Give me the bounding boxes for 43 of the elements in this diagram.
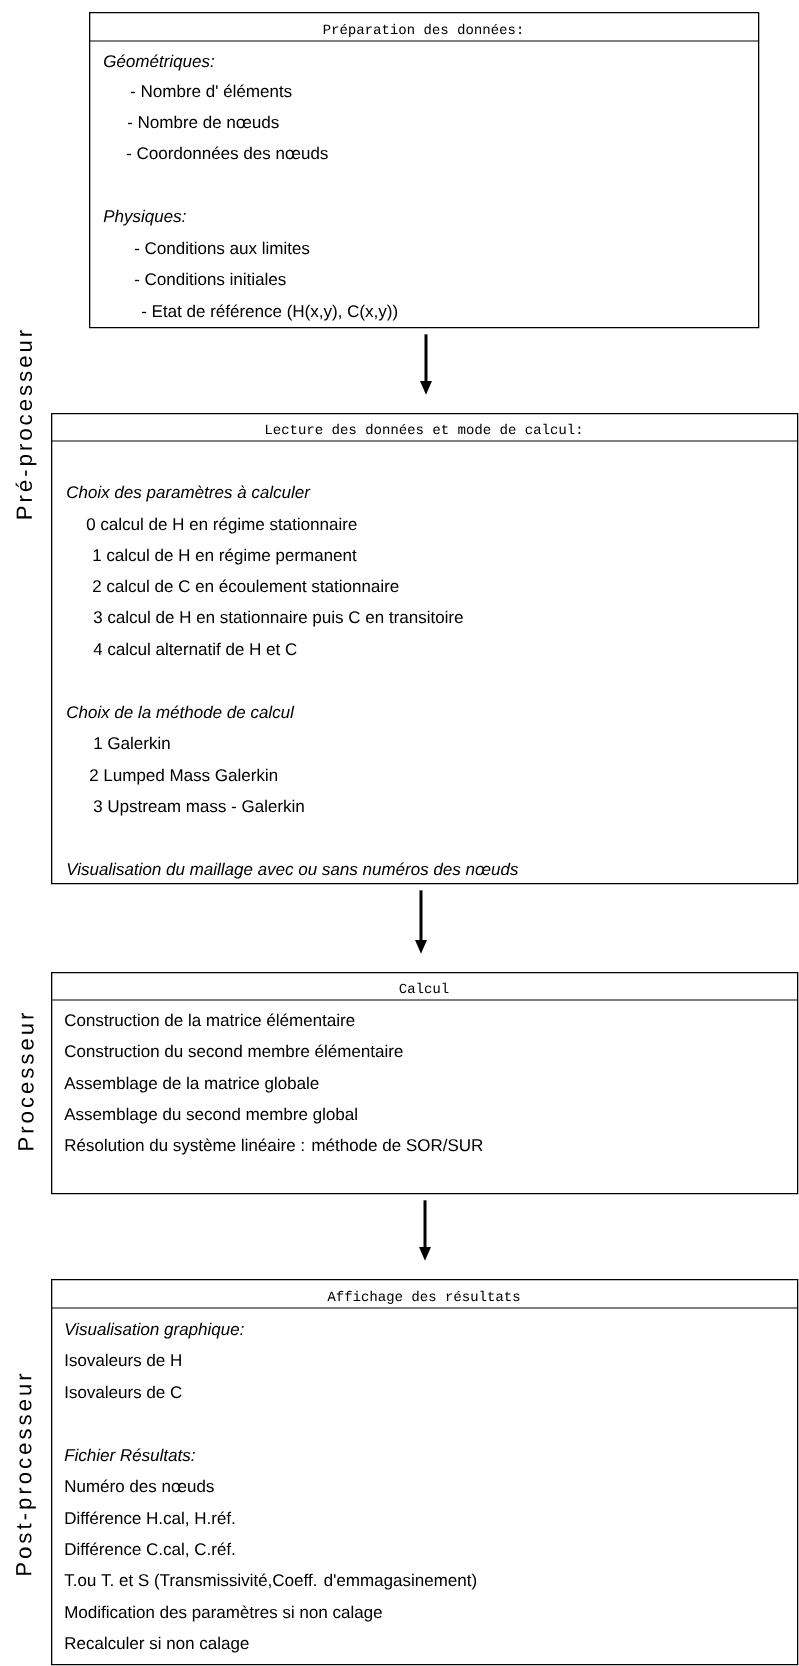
list-item: Isovaleurs de C — [65, 1385, 182, 1399]
list-item: Construction de la matrice élémentaire — [65, 1013, 355, 1027]
process-box — [88, 12, 760, 329]
process-box — [50, 1279, 799, 1666]
header-text: Lecture des données et mode de calcul: — [266, 423, 581, 435]
list-item: - Conditions initiales — [134, 272, 286, 286]
process-box — [50, 413, 799, 885]
section-heading: Choix des paramètres à calculer — [67, 485, 311, 502]
list-item: T.ou T. et S (Transmissivité,Coeff. d'emmagasinement) — [64, 1573, 477, 1590]
section-heading: Visualisation du maillage avec ou sans numéros des nœuds — [67, 862, 519, 879]
list-item: 2 calcul de C en écoulement stationnaire — [93, 579, 399, 593]
list-item: 3 calcul de H en stationnaire puis C en transitoire — [93, 610, 463, 627]
section-heading: Physiques: — [103, 209, 186, 226]
list-item: 1 calcul de H en régime permanent — [93, 548, 357, 565]
list-item: Isovaleurs de H — [65, 1353, 181, 1367]
process-box — [50, 972, 799, 1195]
list-item: Modification des paramètres si non calage — [65, 1605, 382, 1622]
list-item: Différence H.cal, H.réf. — [65, 1511, 235, 1527]
list-item: 1 Galerkin — [94, 736, 170, 750]
list-item: Assemblage du second membre global — [64, 1107, 357, 1124]
list-item: - Conditions aux limites — [134, 241, 310, 255]
list-item: 3 Upstream mass - Galerkin — [93, 799, 304, 816]
side-label: Pré-processeur — [15, 330, 37, 519]
section-heading: Visualisation graphique: — [65, 1322, 244, 1339]
list-item: Différence C.cal, C.réf. — [65, 1542, 235, 1558]
header-text: Affichage des résultats — [327, 1290, 520, 1304]
list-item: Recalculer si non calage — [65, 1636, 249, 1653]
list-item: - Nombre d' éléments — [130, 84, 292, 98]
list-item: 4 calcul alternatif de H et C — [93, 642, 297, 656]
list-item: 2 Lumped Mass Galerkin — [90, 768, 278, 785]
list-item: Construction du second membre élémentaire — [65, 1044, 403, 1058]
list-item: Résolution du système linéaire : méthode de SOR/SUR — [65, 1138, 483, 1155]
header-text: Calcul — [399, 982, 449, 994]
list-item: - Coordonnées des nœuds — [126, 146, 328, 160]
header-text: Préparation des données: — [323, 23, 521, 37]
section-heading: Fichier Résultats: — [64, 1448, 195, 1462]
section-heading: Choix de la méthode de calcul — [67, 705, 295, 719]
list-item: - Etat de référence (H(x,y), C(x,y)) — [141, 304, 398, 321]
list-item: 0 calcul de H en régime stationnaire — [86, 517, 357, 534]
list-item: - Nombre de nœuds — [127, 115, 279, 129]
section-heading: Géométriques: — [104, 54, 214, 71]
list-item: Numéro des nœuds — [65, 1479, 214, 1493]
list-item: Assemblage de la matrice globale — [64, 1076, 319, 1093]
